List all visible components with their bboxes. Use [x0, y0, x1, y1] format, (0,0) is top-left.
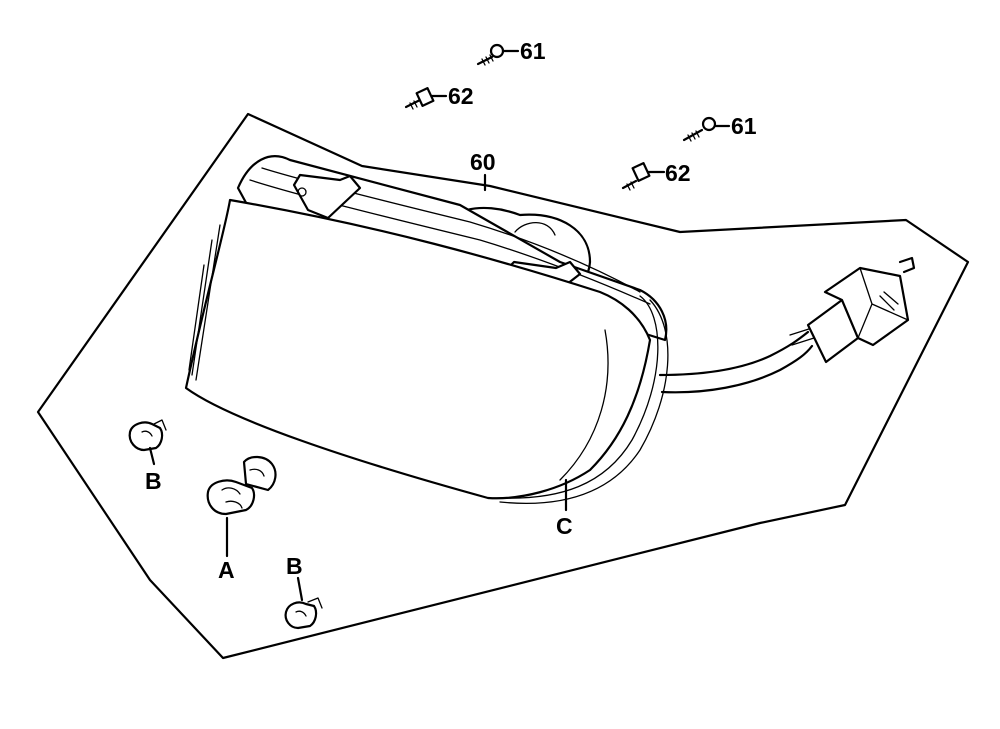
callout-62-top: 62 [448, 83, 474, 109]
callout-62-right: 62 [665, 160, 691, 186]
screw-61-right-icon [682, 116, 731, 142]
bulb-b-lower-icon [284, 597, 323, 630]
callout-b-lower: B [286, 553, 303, 579]
assembly-boundary [36, 112, 970, 660]
bulb-b-upper-icon [128, 419, 167, 452]
leader-b-lower [296, 576, 304, 602]
callout-61-top: 61 [520, 38, 546, 64]
bulb-a-icon [206, 455, 277, 516]
screw-61-top-icon [476, 43, 520, 66]
callout-61-right: 61 [731, 113, 757, 139]
callout-a: A [218, 557, 235, 583]
wiring-connector [658, 256, 916, 394]
headlight-assembly [184, 155, 669, 505]
callout-c: C [556, 513, 573, 539]
callout-b-upper: B [145, 468, 162, 494]
bolt-62-right-icon [621, 162, 666, 191]
leader-b-upper [148, 446, 156, 466]
callout-60: 60 [470, 149, 496, 175]
bolt-62-top-icon [404, 87, 448, 110]
